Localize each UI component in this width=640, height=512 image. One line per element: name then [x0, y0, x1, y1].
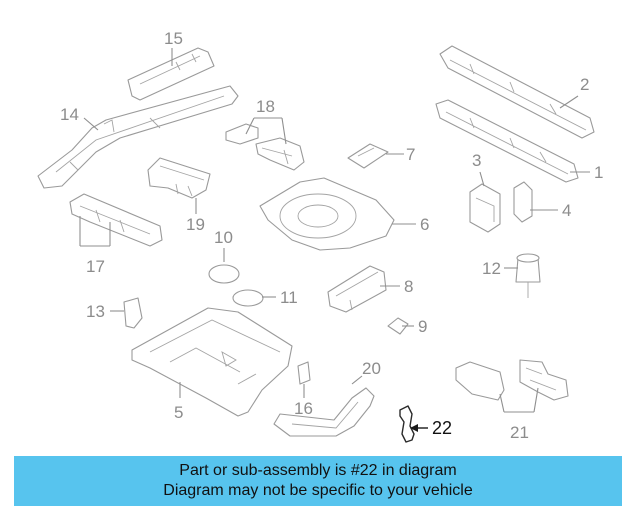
callout-11: 11	[280, 288, 298, 307]
part-11[interactable]	[232, 289, 264, 307]
part-18[interactable]	[225, 123, 305, 171]
part-7[interactable]	[347, 143, 389, 169]
part-8[interactable]	[327, 265, 387, 313]
part-17[interactable]	[69, 193, 163, 247]
callout-4: 4	[562, 201, 571, 220]
callout-19: 19	[186, 215, 205, 234]
callout-8: 8	[404, 277, 413, 296]
part-14[interactable]	[37, 85, 239, 189]
part-21[interactable]	[455, 359, 569, 401]
callout-13: 13	[86, 302, 105, 321]
callout-7: 7	[406, 145, 415, 164]
callout-2: 2	[580, 75, 589, 94]
part-1[interactable]	[435, 99, 579, 183]
callout-17: 17	[86, 257, 105, 276]
part-3[interactable]	[469, 183, 501, 233]
callout-3: 3	[472, 151, 481, 170]
part-9[interactable]	[387, 317, 409, 335]
callout-16: 16	[294, 399, 313, 418]
callout-20: 20	[362, 359, 381, 378]
banner-line-2: Diagram may not be specific to your vehi…	[163, 482, 473, 499]
callout-12: 12	[482, 259, 501, 278]
part-4[interactable]	[513, 181, 533, 223]
callout-21: 21	[510, 423, 529, 442]
info-banner: Part or sub-assembly is #22 in diagram D…	[14, 456, 622, 506]
callout-10: 10	[214, 228, 233, 247]
callout-18: 18	[256, 97, 275, 116]
callout-9: 9	[418, 317, 427, 336]
callout-22: 22	[432, 418, 452, 438]
callout-6: 6	[420, 215, 429, 234]
part-5[interactable]	[131, 307, 293, 417]
part-12[interactable]	[515, 253, 541, 298]
part-15[interactable]	[127, 47, 215, 101]
callout-5: 5	[174, 403, 183, 422]
part-2[interactable]	[439, 45, 595, 139]
part-19[interactable]	[147, 157, 211, 199]
part-16[interactable]	[297, 361, 311, 385]
part-20[interactable]	[273, 387, 375, 437]
arrow-icon	[410, 424, 418, 432]
part-10[interactable]	[208, 264, 240, 284]
part-6[interactable]	[259, 177, 395, 251]
callout-1: 1	[594, 163, 603, 182]
callout-14: 14	[60, 105, 79, 124]
part-13[interactable]	[123, 297, 143, 329]
part-22[interactable]	[399, 405, 428, 443]
callout-15: 15	[164, 29, 183, 48]
banner-line-1: Part or sub-assembly is #22 in diagram	[179, 462, 457, 479]
